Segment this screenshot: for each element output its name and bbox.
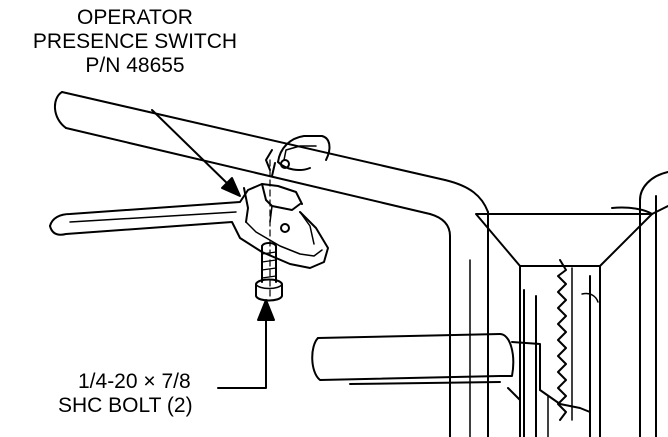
- bolt-callout-size: 1/4-20 × 7/8: [78, 370, 191, 393]
- hopper: [475, 205, 668, 437]
- bolt-leader: [217, 299, 275, 389]
- switch-leader: [151, 109, 241, 197]
- shc-bolt: [255, 242, 283, 302]
- switch-callout-line2: PRESENCE SWITCH: [32, 30, 238, 53]
- switch-callout-line1: OPERATOR: [77, 6, 193, 29]
- bolt-callout-desc: SHC BOLT (2): [58, 394, 193, 417]
- upper-clamp: [265, 135, 331, 177]
- switch-callout: OPERATOR PRESENCE SWITCH P/N 48655: [0, 6, 270, 78]
- handlebar-tube: [54, 91, 489, 437]
- switch-callout-part-number: P/N 48655: [85, 54, 185, 77]
- lever-body: [49, 183, 329, 269]
- right-frame-tube: [639, 171, 668, 437]
- lower-grip: [311, 289, 591, 437]
- bolt-callout: 1/4-20 × 7/8 SHC BOLT (2): [58, 370, 288, 418]
- sprocket: [557, 259, 599, 437]
